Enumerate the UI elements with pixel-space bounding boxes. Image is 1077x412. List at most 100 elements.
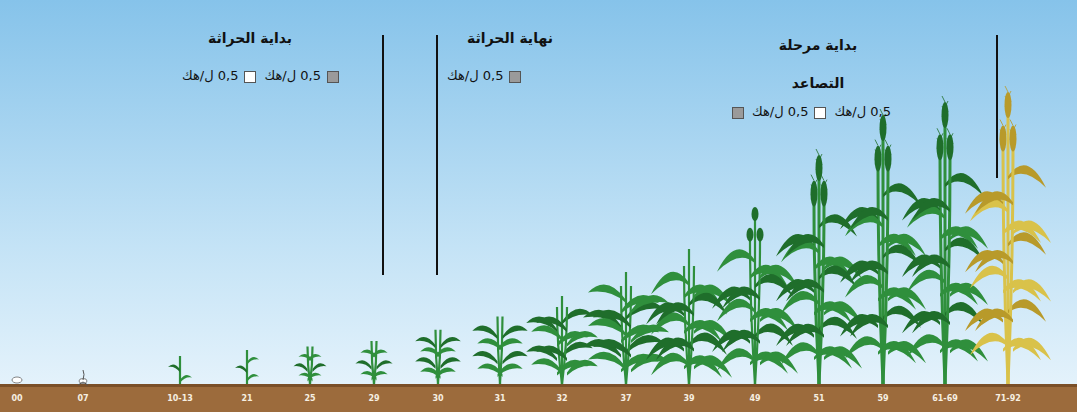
awn — [937, 128, 940, 134]
dose-swatch — [327, 71, 339, 83]
awn — [940, 133, 943, 139]
leaf — [1013, 338, 1051, 360]
stage-heading: نهاية الحراثة — [467, 30, 553, 46]
leaf — [531, 325, 562, 341]
awn — [888, 155, 891, 161]
stage-code: 30 — [432, 394, 443, 403]
awn — [950, 133, 953, 139]
leaf — [247, 357, 259, 365]
awn — [821, 175, 824, 181]
leaf — [824, 346, 862, 368]
awn — [885, 140, 888, 146]
stage-code: 61-69 — [932, 394, 958, 403]
stage-code: 21 — [241, 394, 252, 403]
leaf — [722, 330, 760, 352]
wheat-ear — [885, 146, 892, 172]
dose-label: 0,5 ل/هك — [182, 68, 238, 83]
awn — [875, 140, 878, 146]
stem — [562, 307, 567, 384]
leaf — [651, 353, 689, 375]
leaf — [888, 234, 926, 256]
leaf — [588, 318, 626, 337]
awn — [940, 143, 943, 149]
stage-code: 31 — [494, 394, 505, 403]
awn — [814, 190, 817, 196]
awn — [888, 145, 891, 151]
leaf — [845, 275, 883, 297]
dose-swatch — [814, 107, 826, 119]
stem — [755, 240, 760, 384]
wheat-ear — [821, 181, 828, 207]
leaf — [588, 352, 626, 371]
leaf — [472, 326, 497, 339]
leaf — [781, 291, 819, 313]
stage-code: 51 — [813, 394, 824, 403]
awn — [1008, 101, 1011, 107]
wheat-ear — [875, 146, 882, 172]
stage-code: 49 — [749, 394, 760, 403]
awn — [880, 129, 883, 135]
stage-divider — [996, 35, 998, 178]
leaf — [907, 270, 945, 292]
leaf — [180, 375, 192, 383]
leaf — [355, 360, 371, 370]
wheat-plant — [965, 86, 1051, 384]
sprout — [78, 370, 88, 385]
leaf — [888, 287, 926, 309]
soil-strip — [0, 384, 1077, 412]
leaf — [593, 310, 631, 329]
stem — [1008, 150, 1013, 385]
awn — [821, 185, 824, 191]
wheat-plant — [355, 341, 392, 384]
leaf — [975, 191, 1013, 213]
awn — [814, 180, 817, 186]
leaf — [651, 272, 689, 294]
awn — [883, 124, 886, 130]
wheat-plant — [12, 377, 22, 383]
leaf — [912, 311, 950, 333]
dose-label: 0,5 ل/هك — [834, 104, 890, 119]
wheat-plant — [902, 96, 988, 384]
dose-label: 0,5 ل/هك — [264, 68, 320, 83]
leaf — [477, 338, 502, 351]
leaf — [531, 358, 562, 374]
awn — [1005, 86, 1008, 92]
wheat-ear — [816, 155, 823, 181]
awn — [1000, 130, 1003, 136]
leaf — [420, 347, 440, 358]
leaf — [436, 347, 456, 358]
awn — [1000, 140, 1003, 146]
leaf — [503, 351, 528, 364]
dose-swatch — [732, 107, 744, 119]
stage-divider — [436, 35, 438, 275]
awn — [1013, 135, 1016, 141]
wheat-plant — [840, 109, 926, 384]
wheat-ear — [937, 134, 944, 160]
stage-code: 71-92 — [995, 394, 1021, 403]
awn — [885, 160, 888, 166]
leaf — [441, 357, 461, 368]
leaf — [970, 333, 1008, 355]
leaf — [247, 374, 259, 382]
awn — [942, 116, 945, 122]
leaf — [168, 364, 180, 372]
stage-code: 07 — [77, 394, 88, 403]
leaf — [360, 371, 376, 381]
leaf — [717, 249, 755, 271]
leaf — [656, 302, 694, 324]
stage-code: 00 — [11, 394, 22, 403]
awn — [945, 101, 948, 107]
wheat-plants — [12, 86, 1051, 385]
leaf — [912, 255, 950, 277]
leaf — [1008, 299, 1046, 321]
awn — [1005, 106, 1008, 112]
dose-label: 0,5 ل/هك — [447, 68, 503, 83]
stem — [819, 205, 824, 384]
awn — [947, 148, 950, 154]
stage-heading: بداية الحراثة — [208, 30, 292, 46]
leaf — [294, 363, 308, 372]
wheat-plant — [526, 296, 598, 384]
awn — [1003, 125, 1006, 131]
stage-divider — [382, 35, 384, 275]
